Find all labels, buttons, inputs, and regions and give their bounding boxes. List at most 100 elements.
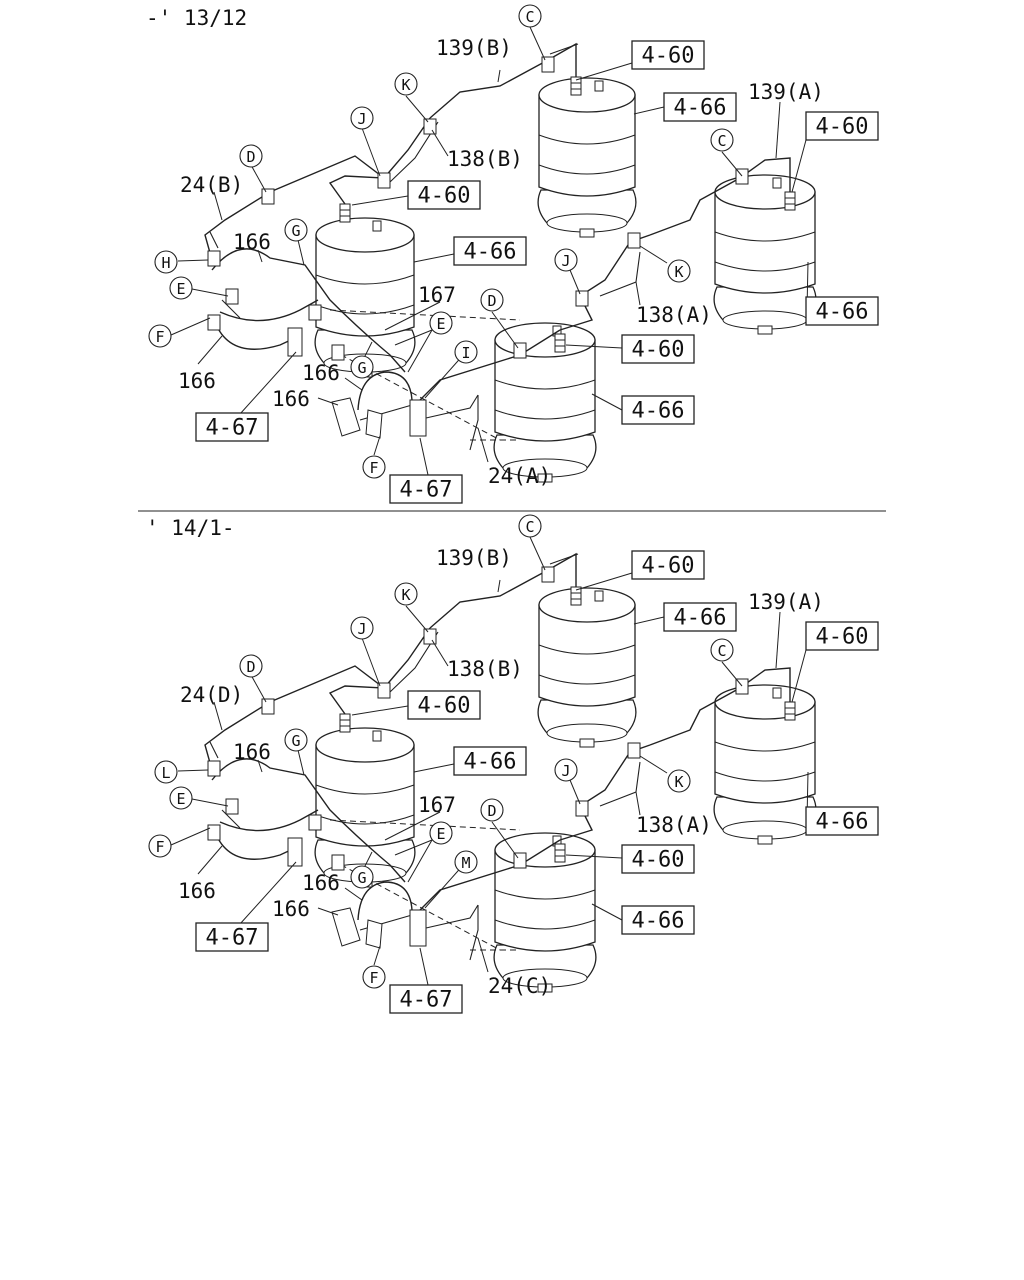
callout-letter: K bbox=[401, 586, 410, 604]
air-fitting bbox=[784, 191, 796, 211]
valve-mount bbox=[365, 919, 383, 949]
reference-box-b460c: 4-60 bbox=[407, 180, 481, 210]
leader-line bbox=[384, 301, 441, 331]
leader-line bbox=[344, 887, 363, 901]
leader-line bbox=[257, 249, 263, 263]
reference-frame bbox=[407, 690, 481, 720]
leader-line bbox=[491, 311, 519, 349]
reference-frame bbox=[805, 296, 879, 326]
leader-line bbox=[297, 749, 305, 776]
bag-bolt bbox=[594, 590, 604, 602]
leader-line bbox=[477, 427, 489, 463]
leader-line bbox=[177, 769, 209, 772]
callout-circle-cC1: C bbox=[518, 4, 542, 28]
reference-frame bbox=[621, 334, 695, 364]
callout-letter: C bbox=[525, 8, 534, 26]
callout-letter: G bbox=[291, 732, 300, 750]
callout-letter: K bbox=[401, 76, 410, 94]
pipe-24-right-drop bbox=[469, 905, 479, 961]
air-fitting bbox=[554, 843, 566, 863]
leader-line bbox=[170, 317, 211, 336]
callout-letter: C bbox=[525, 518, 534, 536]
clip-bracket-rear bbox=[308, 304, 322, 321]
pipe-139B-branch bbox=[549, 43, 579, 55]
hose-166-upper bbox=[211, 248, 406, 373]
hose-166-mid bbox=[219, 809, 319, 832]
leader-line bbox=[213, 191, 223, 221]
pipe-24-left-end bbox=[209, 231, 219, 249]
clip-bracket-G bbox=[331, 854, 345, 871]
label-166-a: 166 bbox=[233, 740, 271, 764]
bag-stud bbox=[579, 228, 595, 238]
clip-bracket-F bbox=[207, 314, 221, 331]
leader-line bbox=[721, 661, 743, 687]
callout-ring bbox=[454, 850, 478, 874]
label-139A: 139(A) bbox=[748, 590, 824, 614]
reference-box-b466c: 4-66 bbox=[453, 746, 527, 776]
reference-text: 4-60 bbox=[816, 115, 869, 140]
leader-line bbox=[239, 351, 297, 415]
clip-bracket-C-top bbox=[541, 566, 555, 583]
pipe-139B bbox=[429, 552, 577, 629]
leader-line bbox=[635, 281, 641, 306]
leader-line bbox=[775, 101, 781, 159]
leader-line bbox=[569, 779, 581, 805]
callout-letter: I bbox=[461, 344, 470, 362]
leveling-linkage bbox=[425, 394, 479, 419]
pipe-139B bbox=[429, 42, 577, 119]
callout-circle-cC2: C bbox=[710, 128, 734, 152]
pipe-24-left-end bbox=[209, 741, 219, 759]
clip-bracket-D-left bbox=[261, 188, 275, 205]
callout-letter: D bbox=[246, 658, 255, 676]
reference-text: 4-60 bbox=[418, 184, 471, 209]
leader-line bbox=[477, 937, 489, 973]
leader-line bbox=[317, 907, 339, 916]
hose-166-front bbox=[357, 881, 413, 921]
callout-letter: M bbox=[461, 854, 470, 872]
leader-line bbox=[775, 611, 781, 669]
callout-circle-cK1: K bbox=[394, 582, 418, 606]
reference-box-b466b: 4-66 bbox=[805, 296, 879, 326]
leader-line bbox=[250, 674, 267, 703]
bag-rib bbox=[315, 274, 415, 285]
callout-ring bbox=[239, 144, 263, 168]
bag-bolt bbox=[372, 730, 382, 742]
reference-frame bbox=[453, 236, 527, 266]
air-fitting bbox=[339, 203, 351, 223]
clip-bracket-J-left bbox=[377, 682, 391, 699]
callout-ring bbox=[394, 72, 418, 96]
leader-line bbox=[635, 791, 641, 816]
leader-line bbox=[394, 329, 433, 346]
reference-text: 4-60 bbox=[642, 44, 695, 69]
bag-stud bbox=[757, 835, 773, 845]
reference-frame bbox=[389, 474, 463, 504]
callout-letter: G bbox=[291, 222, 300, 240]
leader-line bbox=[239, 861, 297, 925]
reference-box-b467b: 4-67 bbox=[389, 474, 463, 504]
fitting-body bbox=[339, 713, 351, 733]
callout-ring bbox=[480, 798, 504, 822]
reference-box-b460b: 4-60 bbox=[805, 111, 879, 141]
bag-rib bbox=[538, 164, 636, 175]
callout-ring bbox=[667, 769, 691, 793]
clip-bracket-E bbox=[225, 288, 239, 305]
hose-166-lower bbox=[214, 831, 296, 860]
bag-stud bbox=[537, 473, 553, 483]
callout-ring bbox=[169, 276, 193, 300]
callout-ring bbox=[350, 106, 374, 130]
reference-box-b460c: 4-60 bbox=[407, 690, 481, 720]
leader-line bbox=[497, 69, 501, 83]
leader-line bbox=[351, 195, 409, 206]
reference-frame bbox=[453, 746, 527, 776]
reference-text: 4-60 bbox=[642, 554, 695, 579]
callout-circle-cF1: F bbox=[148, 324, 172, 348]
callout-circle-cE2: E bbox=[429, 311, 453, 335]
label-24-right: 24(A) bbox=[488, 464, 551, 488]
callout-letter: K bbox=[674, 773, 683, 791]
reference-frame bbox=[195, 922, 269, 952]
reference-text: 4-66 bbox=[632, 909, 685, 934]
pipe-24-left bbox=[204, 155, 385, 261]
leader-line bbox=[361, 637, 381, 687]
leader-line bbox=[405, 95, 429, 123]
pipe-138B bbox=[328, 627, 431, 715]
